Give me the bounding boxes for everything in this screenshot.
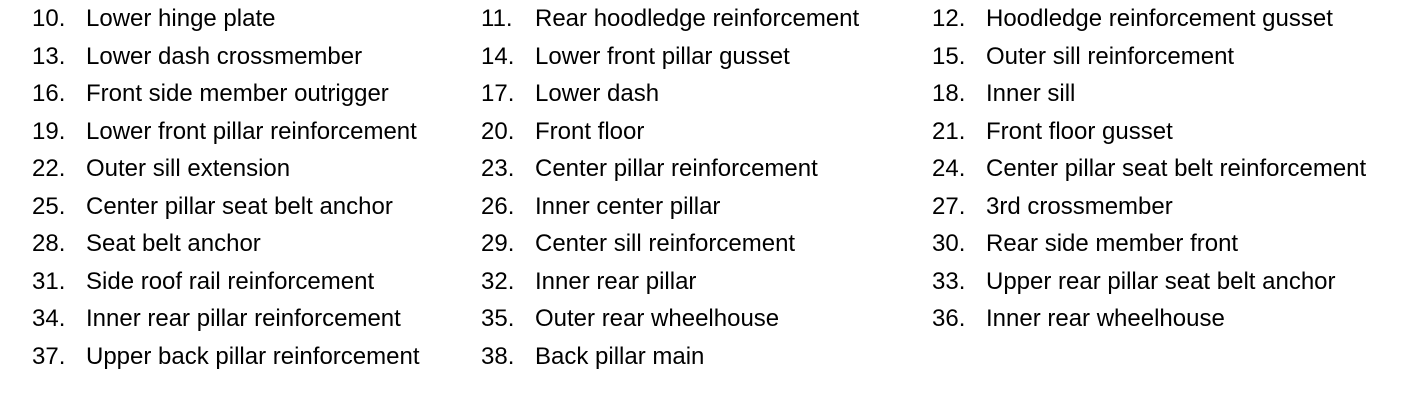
list-item: 34. Inner rear pillar reinforcement <box>32 300 419 338</box>
list-item: 11. Rear hoodledge reinforcement <box>481 0 859 38</box>
item-label: Lower hinge plate <box>86 5 276 32</box>
item-label: Center pillar reinforcement <box>535 155 818 182</box>
list-item: 35. Outer rear wheelhouse <box>481 300 859 338</box>
parts-column: 11. Rear hoodledge reinforcement 14. Lower … <box>481 0 859 375</box>
item-number: 38. <box>481 342 515 370</box>
list-item: 10. Lower hinge plate <box>32 0 419 38</box>
list-item: 21. Front floor gusset <box>932 113 1366 151</box>
item-label: Lower dash crossmember <box>86 42 363 70</box>
item-label: Seat belt anchor <box>86 230 261 257</box>
list-item: 32. Inner rear pillar <box>481 263 859 301</box>
item-number: 37. <box>32 342 66 370</box>
item-label: Upper back pillar reinforcement <box>86 342 420 370</box>
item-label: Side roof rail reinforcement <box>86 267 375 295</box>
item-label: Outer sill reinforcement <box>986 42 1235 70</box>
list-item: 22. Outer sill extension <box>32 150 419 188</box>
parts-column: 10. Lower hinge plate 13. Lower dash crossm… <box>32 0 419 375</box>
item-number: 24. <box>932 155 966 182</box>
list-item: 23. Center pillar reinforcement <box>481 150 859 188</box>
list-item: 29. Center sill reinforcement <box>481 225 859 263</box>
item-number: 17. <box>481 80 515 107</box>
item-number: 32. <box>481 267 515 295</box>
item-number: 23. <box>481 155 515 182</box>
item-label: Outer rear wheelhouse <box>535 305 780 332</box>
item-number: 14. <box>481 42 515 70</box>
list-item: 16. Front side member outrigger <box>32 75 419 113</box>
item-label: Rear hoodledge reinforcement <box>535 5 860 32</box>
item-label: Inner center pillar <box>535 192 721 220</box>
item-label: Center pillar seat belt reinforcement <box>986 155 1367 182</box>
list-item: 25. Center pillar seat belt anchor <box>32 188 419 226</box>
item-number: 16. <box>32 80 66 107</box>
list-item: 31. Side roof rail reinforcement <box>32 263 419 301</box>
list-item: 26. Inner center pillar <box>481 188 859 226</box>
item-label: Lower front pillar gusset <box>535 42 790 70</box>
list-item: 28. Seat belt anchor <box>32 225 419 263</box>
list-item: 17. Lower dash <box>481 75 859 113</box>
item-number: 33. <box>932 267 966 295</box>
item-number: 26. <box>481 192 515 220</box>
item-number: 15. <box>932 42 966 70</box>
item-label: Inner rear pillar reinforcement <box>86 305 401 332</box>
item-label: Front side member outrigger <box>86 80 389 107</box>
item-label: Center sill reinforcement <box>535 230 796 257</box>
item-label: Upper rear pillar seat belt anchor <box>986 267 1336 295</box>
item-number: 20. <box>481 117 515 145</box>
item-number: 34. <box>32 305 66 332</box>
item-number: 18. <box>932 80 966 107</box>
list-item: 14. Lower front pillar gusset <box>481 38 859 76</box>
list-item: 19. Lower front pillar reinforcement <box>32 113 419 151</box>
item-number: 31. <box>32 267 66 295</box>
list-item: 18. Inner sill <box>932 75 1366 113</box>
item-number: 28. <box>32 230 66 257</box>
item-label: Rear side member front <box>986 230 1239 257</box>
list-item: 13. Lower dash crossmember <box>32 38 419 76</box>
item-number: 10. <box>32 5 66 32</box>
item-label: Outer sill extension <box>86 155 291 182</box>
list-item: 30. Rear side member front <box>932 225 1366 263</box>
item-label: Back pillar main <box>535 342 705 370</box>
list-item: 15. Outer sill reinforcement <box>932 38 1366 76</box>
list-item: 33. Upper rear pillar seat belt anchor <box>932 263 1366 301</box>
item-number: 11. <box>481 5 513 32</box>
item-label: Lower dash <box>535 80 660 107</box>
parts-column: 12. Hoodledge reinforcement gusset 15. Oute… <box>932 0 1366 338</box>
item-number: 21. <box>932 117 966 145</box>
list-item: 36. Inner rear wheelhouse <box>932 300 1366 338</box>
list-item: 27. 3rd crossmember <box>932 188 1366 226</box>
item-label: 3rd crossmember <box>986 192 1173 220</box>
item-label: Front floor <box>535 117 645 145</box>
item-label: Front floor gusset <box>986 117 1173 145</box>
item-label: Inner sill <box>986 80 1076 107</box>
list-item: 24. Center pillar seat belt reinforcement <box>932 150 1366 188</box>
item-label: Inner rear pillar <box>535 267 697 295</box>
item-number: 29. <box>481 230 515 257</box>
item-number: 30. <box>932 230 966 257</box>
list-item: 20. Front floor <box>481 113 859 151</box>
item-number: 12. <box>932 5 966 32</box>
list-item: 12. Hoodledge reinforcement gusset <box>932 0 1366 38</box>
item-label: Lower front pillar reinforcement <box>86 117 417 145</box>
item-number: 35. <box>481 305 515 332</box>
item-number: 19. <box>32 117 66 145</box>
item-number: 36. <box>932 305 966 332</box>
item-label: Hoodledge reinforcement gusset <box>986 5 1333 32</box>
item-number: 25. <box>32 192 66 220</box>
item-label: Center pillar seat belt anchor <box>86 192 393 220</box>
item-number: 27. <box>932 192 966 220</box>
list-item: 37. Upper back pillar reinforcement <box>32 338 419 376</box>
item-number: 13. <box>32 42 66 70</box>
item-label: Inner rear wheelhouse <box>986 305 1225 332</box>
list-item: 38. Back pillar main <box>481 338 859 376</box>
item-number: 22. <box>32 155 66 182</box>
